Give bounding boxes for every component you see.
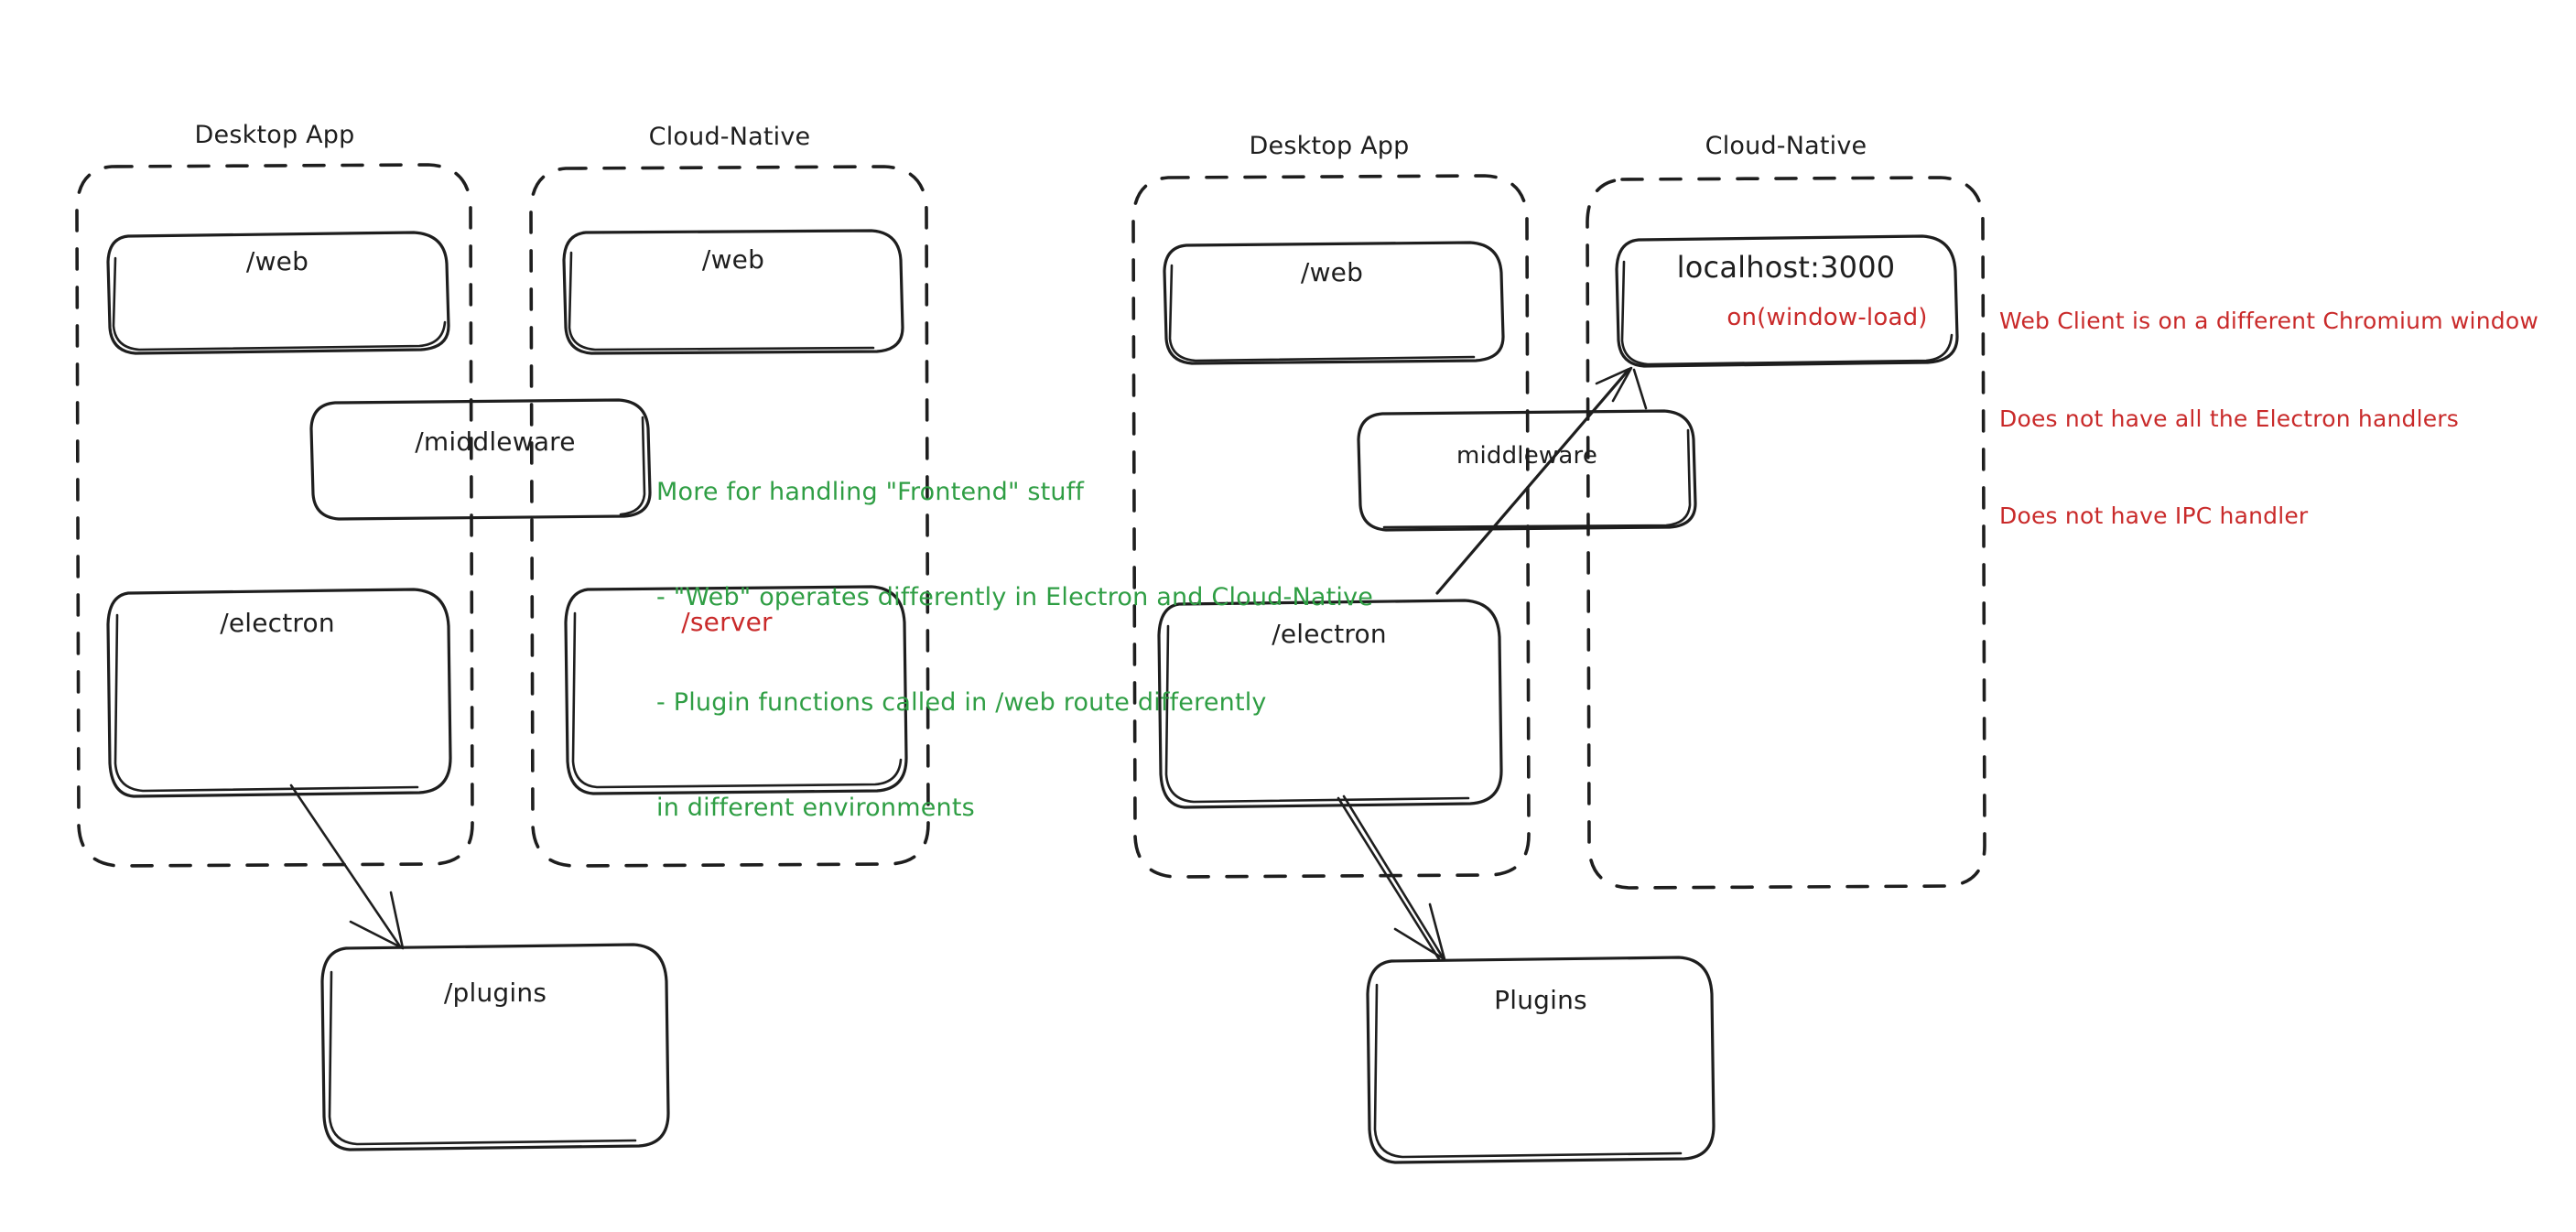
node-label-left-middleware: /middleware: [415, 427, 576, 457]
group-box-right-desktop-app: [1131, 174, 1531, 879]
node-label-right-electron: /electron: [1272, 619, 1387, 649]
annotation-right-web-client-notes: Web Client is on a different Chromium wi…: [1999, 240, 2538, 598]
node-label-left-server: /server: [681, 607, 773, 637]
node-box-right-middleware: [1357, 409, 1697, 532]
arrow-right-electron-to-plugins: [1337, 794, 1446, 961]
node-label-left-desktop-web: /web: [245, 246, 309, 276]
node-box-right-desktop-web: [1163, 241, 1505, 365]
group-box-right-cloud-native: [1586, 176, 1986, 890]
node-box-right-plugins: [1366, 956, 1716, 1164]
arrow-right-electron-to-localhost: [1435, 366, 1648, 595]
annotation-left-frontend-notes: More for handling "Frontend" stuff - "We…: [656, 405, 1373, 896]
node-box-left-server: [564, 585, 908, 795]
node-label-left-electron: /electron: [220, 608, 335, 638]
annotation-line: in different environments: [656, 793, 975, 822]
group-box-left-cloud-native: [529, 165, 930, 868]
annotation-line: Web Client is on a different Chromium wi…: [1999, 308, 2538, 334]
node-label-left-cloud-web: /web: [701, 244, 765, 275]
annotation-line: - "Web" operates differently in Electron…: [656, 582, 1374, 611]
node-sublabel-right-localhost-on-window-load: on(window-load): [1726, 304, 1928, 331]
node-label-right-middleware: middleware: [1456, 442, 1598, 470]
node-label-right-plugins: Plugins: [1494, 985, 1587, 1015]
node-label-right-localhost: localhost:3000: [1676, 250, 1896, 285]
node-box-left-middleware: [309, 398, 652, 521]
annotation-line: - Plugin functions called in /web route …: [656, 687, 1267, 717]
annotation-line: Does not have IPC handler: [1999, 503, 2309, 529]
node-label-right-desktop-web: /web: [1300, 257, 1364, 287]
annotation-line: More for handling "Frontend" stuff: [656, 477, 1085, 506]
node-box-left-cloud-web: [562, 229, 904, 355]
node-box-left-desktop-web: [106, 231, 450, 355]
node-box-right-electron: [1157, 599, 1503, 809]
group-label-left-desktop-app: Desktop App: [194, 121, 355, 149]
node-label-left-plugins: /plugins: [443, 978, 547, 1008]
group-label-right-desktop-app: Desktop App: [1249, 132, 1410, 160]
group-label-right-cloud-native: Cloud-Native: [1705, 132, 1867, 160]
node-box-left-plugins: [320, 943, 670, 1151]
node-box-left-electron: [106, 588, 452, 798]
group-label-left-cloud-native: Cloud-Native: [648, 123, 811, 151]
arrow-left-electron-to-plugins: [289, 784, 405, 950]
annotation-line: Does not have all the Electron handlers: [1999, 405, 2460, 432]
node-box-right-localhost: [1615, 234, 1959, 368]
group-box-left-desktop-app: [75, 163, 474, 868]
